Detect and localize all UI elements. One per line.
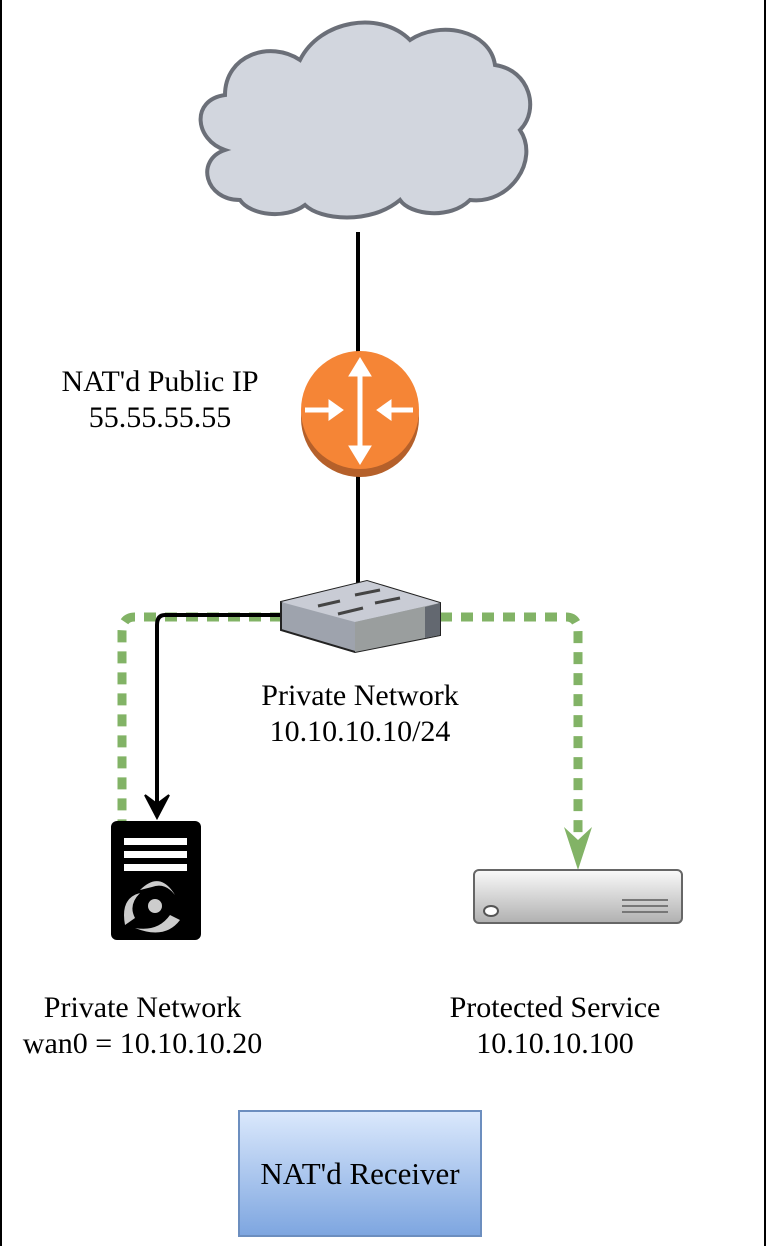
receiver-label-line2: wan0 = 10.10.10.20 (22, 1027, 263, 1060)
service-label: Protected Service 10.10.10.100 (400, 990, 710, 1062)
router-label-line1: NAT'd Public IP (61, 365, 259, 398)
switch-label-line1: Private Network (261, 679, 459, 712)
switch-icon (280, 579, 441, 654)
nat-receiver-box: NAT'd Receiver (238, 1110, 482, 1237)
receiver-label-line1: Private Network (43, 991, 242, 1024)
switch-label-line2: 10.10.10.10/24 (269, 715, 451, 748)
flow-arrowhead-icon (564, 827, 592, 870)
service-label-line2: 10.10.10.100 (476, 1027, 634, 1060)
router-label: NAT'd Public IP 55.55.55.55 (20, 364, 300, 436)
switch-label: Private Network 10.10.10.10/24 (210, 678, 510, 750)
arrowhead-icon (144, 794, 170, 821)
internet-cloud-icon (198, 20, 533, 220)
flow-path-left (117, 612, 282, 822)
service-label-line1: Protected Service (449, 991, 661, 1024)
nat-receiver-box-label: NAT'd Receiver (260, 1155, 460, 1191)
receiver-label: Private Network wan0 = 10.10.10.20 (0, 990, 285, 1062)
flow-path-right (440, 612, 583, 840)
router-icon (301, 351, 419, 477)
receiver-server-icon (111, 821, 201, 940)
switch-receiver-link (155, 613, 282, 810)
router-label-line2: 55.55.55.55 (88, 401, 232, 434)
protected-service-server-icon (473, 869, 683, 924)
